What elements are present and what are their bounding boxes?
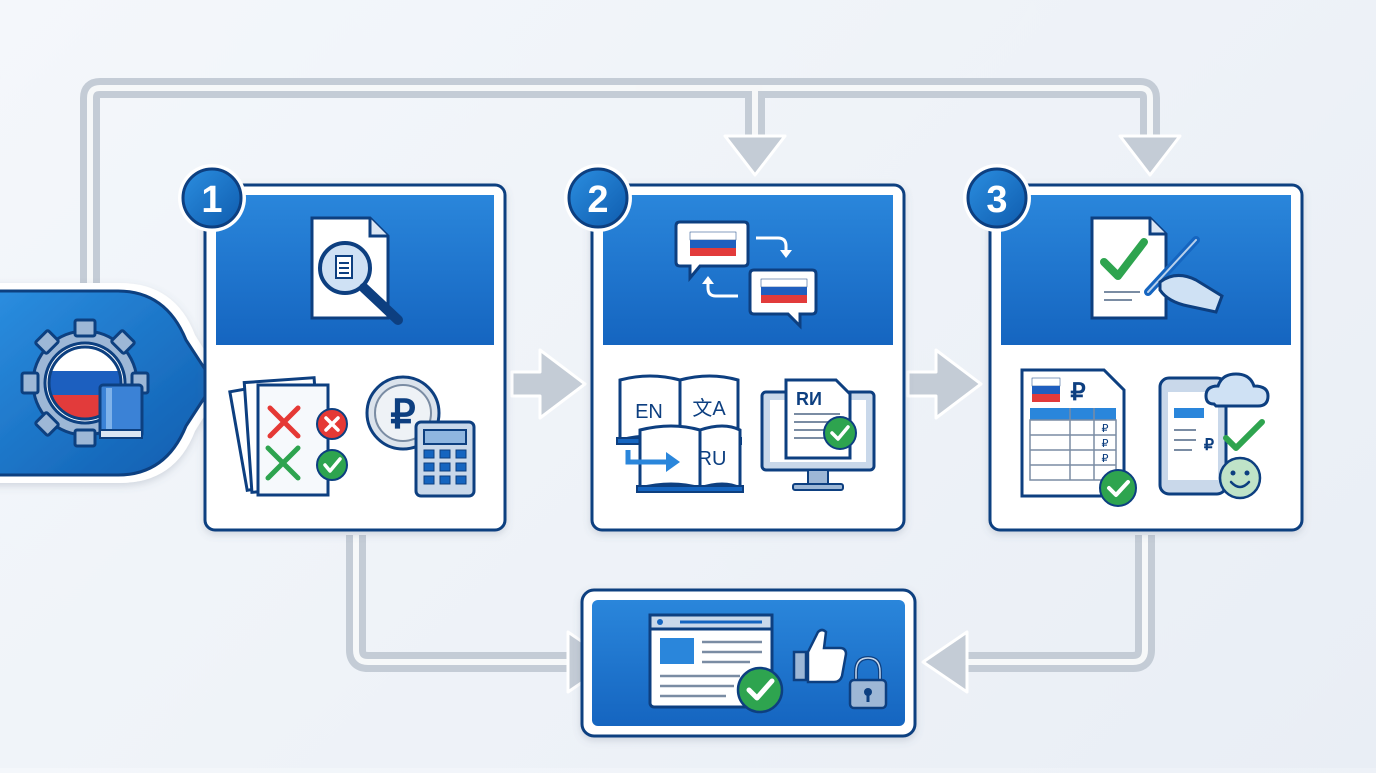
ruble-spreadsheet-icon: ₽ ₽ ₽ ₽: [1020, 368, 1137, 507]
bottom-right-connector: [965, 535, 1155, 672]
step-arrows: [510, 348, 983, 420]
ruble-sign-label: ₽: [390, 393, 415, 437]
final-result-card: [580, 588, 917, 738]
arrowhead-to-step3: [1118, 134, 1182, 177]
step-1-card: ₽: [203, 183, 507, 532]
lock-icon: [848, 655, 888, 710]
dictionary-translation-icon: EN 文A RU: [616, 374, 744, 493]
flag-translation-icon: [674, 220, 818, 330]
ruble-sign-phone: ₽: [1204, 437, 1214, 454]
start-badge: [0, 283, 225, 483]
step-2-header: [603, 195, 893, 345]
doc-code-label: RИ: [796, 389, 822, 409]
bottom-left-connector: [346, 535, 570, 672]
step-1-badge: 1: [178, 164, 246, 232]
step-3-card: ₽ ₽ ₽ ₽ ₽: [988, 183, 1304, 532]
document-search-icon: [310, 216, 403, 325]
ruble-cell-1: ₽: [1102, 423, 1109, 435]
lang-target-label: RU: [698, 448, 727, 470]
smiley-icon: [1218, 456, 1262, 500]
ruble-sign-step3: ₽: [1070, 379, 1085, 406]
arrow-step2-to-step3: [906, 348, 983, 420]
step-badges: 1 2 3: [178, 164, 1031, 232]
step-3-number: 3: [986, 179, 1007, 221]
step-3-badge: 3: [963, 164, 1031, 232]
error-documents-icon: [228, 376, 348, 497]
monitor-document-icon: RИ: [760, 378, 876, 491]
thumbs-up-icon: [792, 628, 848, 684]
step-2-card: EN 文A RU RИ: [590, 183, 906, 532]
ruble-cell-2: ₽: [1102, 438, 1109, 450]
ruble-cell-3: ₽: [1102, 453, 1109, 465]
connectors-inner: [87, 85, 1153, 665]
webpage-icon: [648, 613, 784, 714]
lang-source-label: EN: [635, 401, 663, 423]
step-2-badge: 2: [564, 164, 632, 232]
sign-document-icon: [1090, 216, 1224, 320]
step-1-number: 1: [201, 179, 222, 221]
lang-translate-glyph: 文A: [692, 397, 726, 420]
mobile-cloud-icon: ₽: [1158, 372, 1270, 496]
step-2-number: 2: [587, 179, 608, 221]
book-icon: [98, 383, 144, 439]
arrow-step1-to-step2: [510, 348, 587, 420]
calculator-icon: [414, 420, 476, 498]
arrowhead-final-right: [921, 630, 969, 694]
arrowhead-to-step2: [723, 134, 787, 177]
